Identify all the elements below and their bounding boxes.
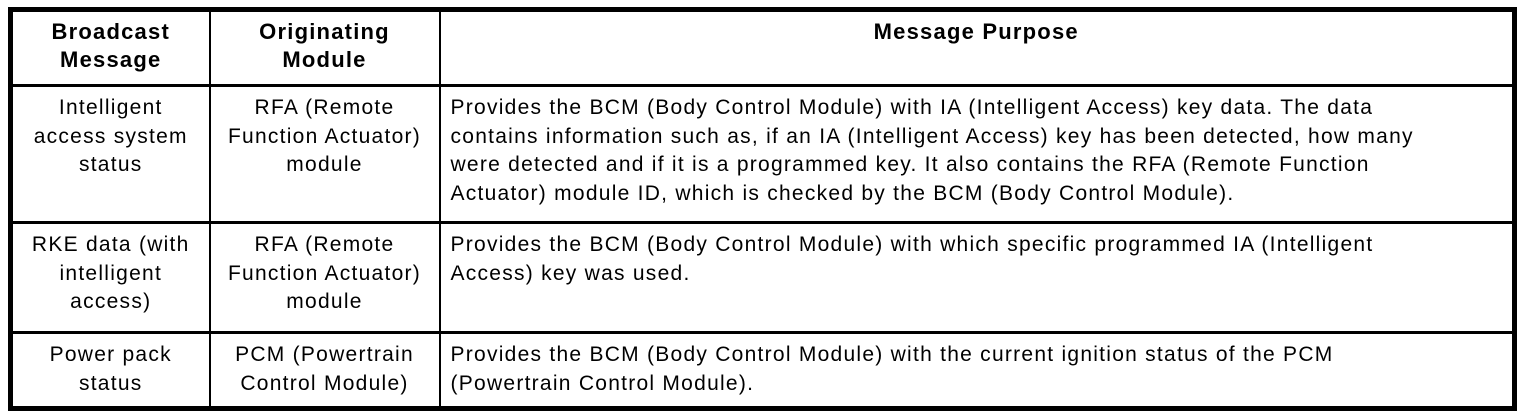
table-header-row: Broadcast Message Originating Module Mes…	[9, 8, 1516, 87]
message-purpose-text: Provides the BCM (Body Control Module) w…	[450, 96, 1414, 205]
header-cell-originating-module: Originating Module	[208, 8, 441, 87]
table-row-rke-data: RKE data (with intelligent access) RFA (…	[9, 221, 1516, 334]
cell-originating-module: PCM (Powertrain Control Module)	[208, 331, 441, 410]
header-cell-message-purpose: Message Purpose	[438, 8, 1516, 87]
header-cell-broadcast-message: Broadcast Message	[9, 8, 211, 87]
table-row-power-pack-status: Power pack status PCM (Powertrain Contro…	[9, 331, 1516, 410]
cell-broadcast-message: Intelligent access system status	[9, 84, 211, 224]
table-row-intelligent-access-system-status: Intelligent access system status RFA (Re…	[9, 84, 1516, 224]
cell-message-purpose: Provides the BCM (Body Control Module) w…	[438, 221, 1516, 334]
cell-message-purpose: Provides the BCM (Body Control Module) w…	[438, 84, 1516, 224]
broadcast-messages-table: Broadcast Message Originating Module Mes…	[8, 7, 1517, 411]
cell-originating-module: RFA (Remote Function Actuator) module	[208, 84, 441, 224]
message-purpose-text: Provides the BCM (Body Control Module) w…	[450, 233, 1374, 285]
message-purpose-text: Provides the BCM (Body Control Module) w…	[450, 343, 1334, 395]
cell-broadcast-message: Power pack status	[9, 331, 211, 410]
cell-originating-module: RFA (Remote Function Actuator) module	[208, 221, 441, 334]
cell-broadcast-message: RKE data (with intelligent access)	[9, 221, 211, 334]
cell-message-purpose: Provides the BCM (Body Control Module) w…	[438, 331, 1516, 410]
